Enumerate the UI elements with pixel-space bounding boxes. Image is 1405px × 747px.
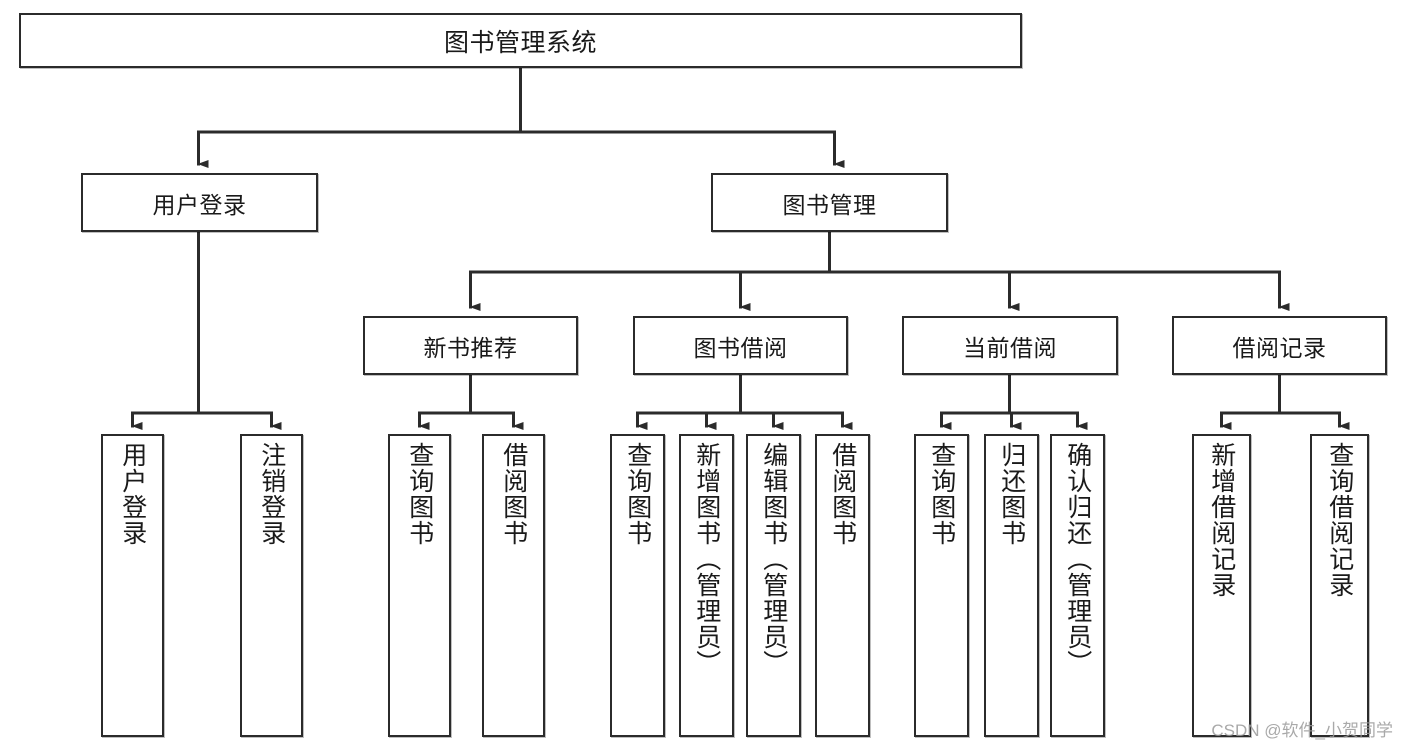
node-borrow-borrow-book-label: 借阅图书 [828,442,857,546]
node-record-query-label: 查询借阅记录 [1325,442,1354,598]
node-book-manage[interactable]: 图书管理 [711,173,948,232]
node-borrow-record-label: 借阅记录 [1232,334,1327,361]
node-user-login-logout[interactable]: 注销登录 [240,434,303,737]
node-current-confirm-return[interactable]: 确认归还（管理员） [1050,434,1105,737]
node-borrow-edit-book[interactable]: 编辑图书（管理员） [746,434,801,737]
node-root[interactable]: 图书管理系统 [19,13,1022,68]
node-record-add-label: 新增借阅记录 [1207,442,1236,598]
node-current-return-book[interactable]: 归还图书 [984,434,1039,737]
node-book-manage-label: 图书管理 [782,191,877,218]
node-recommend-query-book[interactable]: 查询图书 [388,434,451,737]
node-current-borrow[interactable]: 当前借阅 [902,316,1118,375]
node-user-login-label: 用户登录 [152,191,247,218]
node-borrow-borrow-book[interactable]: 借阅图书 [815,434,870,737]
node-current-query-book-label: 查询图书 [927,442,956,546]
node-borrow-query-book-label: 查询图书 [623,442,652,546]
watermark: CSDN @软件_小贺同学 [1211,721,1393,740]
node-recommend-query-book-label: 查询图书 [405,442,434,546]
node-recommend-borrow-book[interactable]: 借阅图书 [482,434,545,737]
node-borrow-query-book[interactable]: 查询图书 [610,434,665,737]
node-user-login-login-label: 用户登录 [118,442,147,546]
node-user-login-logout-label: 注销登录 [257,442,286,546]
node-new-book-recommend-label: 新书推荐 [423,334,518,361]
node-current-confirm-return-label: 确认归还（管理员） [1063,442,1092,676]
node-borrow-add-book[interactable]: 新增图书（管理员） [679,434,734,737]
node-user-login[interactable]: 用户登录 [81,173,318,232]
node-record-add[interactable]: 新增借阅记录 [1192,434,1251,737]
node-new-book-recommend[interactable]: 新书推荐 [363,316,578,375]
node-record-query[interactable]: 查询借阅记录 [1310,434,1369,737]
node-current-borrow-label: 当前借阅 [963,334,1057,361]
node-user-login-login[interactable]: 用户登录 [101,434,164,737]
node-borrow-edit-book-label: 编辑图书（管理员） [759,442,788,676]
node-recommend-borrow-book-label: 借阅图书 [499,442,528,546]
node-current-return-book-label: 归还图书 [997,442,1026,546]
node-root-label: 图书管理系统 [443,28,597,57]
node-borrow-record[interactable]: 借阅记录 [1172,316,1387,375]
node-book-borrow-label: 图书借阅 [693,334,788,361]
node-borrow-add-book-label: 新增图书（管理员） [692,442,721,676]
node-current-query-book[interactable]: 查询图书 [914,434,969,737]
node-book-borrow[interactable]: 图书借阅 [633,316,848,375]
